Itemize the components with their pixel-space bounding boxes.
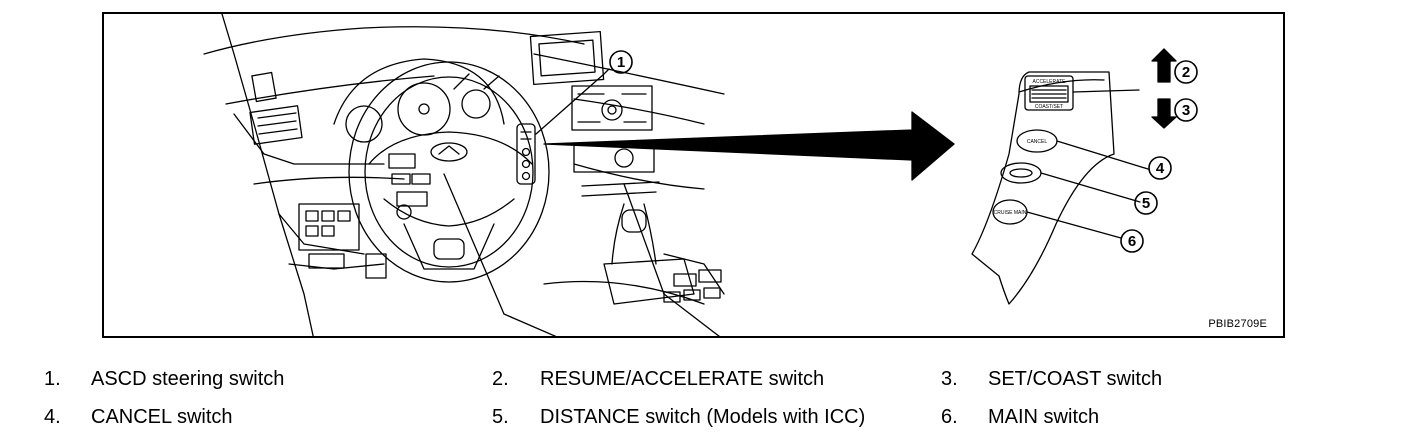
legend-label: CANCEL switch [91,406,233,428]
legend-label: MAIN switch [988,406,1100,428]
callout-1: 1 [617,54,625,71]
legend-label: DISTANCE switch (Models with ICC) [540,406,866,428]
up-down-arrows [1151,48,1177,129]
legend-row: 4. CANCEL switch 5. DISTANCE switch (Mod… [0,406,1408,436]
left-air-vent [249,71,303,145]
switch-housing-closeup [971,71,1149,305]
legend-label: RESUME/ACCELERATE switch [540,368,825,390]
callout-3: 3 [1182,102,1190,119]
figure-code: PBIB2709E [1208,318,1267,330]
callout-circles [609,50,1198,253]
instrument-cluster [333,58,505,143]
pointer-arrow [543,111,955,181]
center-console [529,30,722,305]
legend-number: 2. [492,368,509,390]
main-switch-text: CRUISE MAIN [994,210,1027,216]
cancel-switch-text: CANCEL [1027,139,1048,145]
coast-switch-text: COAST/SET [1035,104,1063,110]
legend-row: 1. ASCD steering switch 2. RESUME/ACCELE… [0,368,1408,398]
callout-1-leader [535,68,610,135]
steering-wheel [348,61,550,283]
legend-number: 1. [44,368,61,390]
callout-4: 4 [1156,160,1165,177]
cockpit-illustration: 1 2 3 4 5 6 ACCELERATE COAST/SET CANCEL … [203,14,1198,336]
left-switch-panel [298,203,387,279]
callout-5: 5 [1142,195,1150,212]
legend-number: 3. [941,368,958,390]
legend-label: ASCD steering switch [91,368,285,390]
legend-number: 4. [44,406,61,428]
legend-number: 6. [941,406,958,428]
dashboard-outline [203,14,725,336]
callout-6: 6 [1128,233,1136,250]
accelerate-switch-text: ACCELERATE [1033,79,1067,85]
legend-label: SET/COAST switch [988,368,1163,390]
legend-number: 5. [492,406,509,428]
diagram-frame: 1 2 3 4 5 6 ACCELERATE COAST/SET CANCEL … [102,12,1285,338]
callout-2: 2 [1182,64,1190,81]
